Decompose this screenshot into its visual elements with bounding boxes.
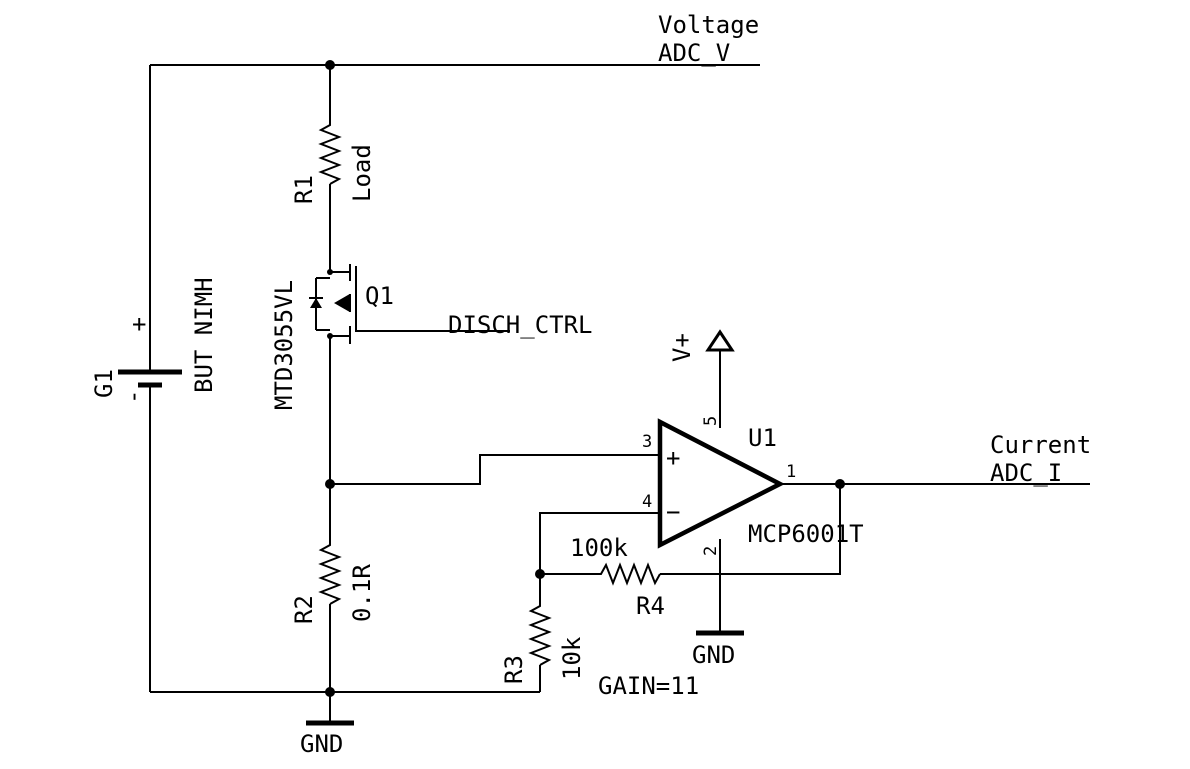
- q1-ref-label: Q1: [365, 282, 394, 310]
- gnd-opamp-label: GND: [692, 641, 735, 669]
- u1-minus-sign: −: [666, 498, 680, 526]
- r2-ref-label: R2: [290, 595, 318, 624]
- resistor-r4-symbol: [598, 562, 661, 586]
- wires: [149, 64, 1090, 723]
- r3-value-label: 10k: [558, 636, 586, 680]
- junctions: [325, 60, 845, 697]
- vplus-label: V+: [668, 333, 696, 362]
- junction-dot: [835, 479, 845, 489]
- r1-ref-label: R1: [290, 175, 318, 204]
- r4-value-label: 100k: [570, 534, 628, 562]
- g1-ref-label: G1: [90, 369, 118, 398]
- vplus-symbol: [705, 329, 735, 352]
- r1-value-label: Load: [348, 144, 376, 202]
- opamp-triangle: [657, 418, 785, 549]
- u1-pin4-label: 4: [642, 492, 652, 512]
- g1-value-label: BUT NIMH: [190, 277, 218, 393]
- q1-arrow-icon: [333, 294, 350, 312]
- q1-part-label: MTD3055VL: [270, 280, 298, 410]
- q1-diode-icon: [310, 298, 322, 308]
- voltage-net-label: Voltage: [658, 11, 759, 39]
- adc-i-label: ADC_I: [990, 459, 1062, 487]
- resistor-r3-symbol: [528, 603, 552, 666]
- junction-dot: [325, 687, 335, 697]
- vplus-arrow-icon: [705, 329, 735, 352]
- u1-plus-sign: +: [666, 444, 680, 472]
- g1-plus-label: +: [132, 310, 146, 338]
- adc-v-label: ADC_V: [658, 39, 730, 67]
- u1-pin5-label: 5: [701, 416, 721, 426]
- mosfet-q1-symbol: [309, 264, 357, 344]
- junction-dot: [325, 60, 335, 70]
- opamp-u1-symbol: [657, 418, 785, 549]
- u1-pin1-label: 1: [786, 462, 796, 482]
- junction-dot: [535, 569, 545, 579]
- gnd-main-label: GND: [300, 730, 343, 758]
- u1-pin3-label: 3: [642, 432, 652, 452]
- gain-label: GAIN=11: [598, 672, 699, 700]
- u1-pin2-label: 2: [701, 546, 721, 556]
- r4-ref-label: R4: [636, 592, 665, 620]
- resistor-r1-symbol: [318, 122, 342, 185]
- u1-part-label: MCP6001T: [748, 520, 864, 548]
- r2-value-label: 0.1R: [348, 564, 376, 622]
- resistor-r2-symbol: [318, 542, 342, 605]
- disch-ctrl-label: DISCH_CTRL: [448, 311, 593, 339]
- wire-sense-to-plus: [330, 454, 660, 485]
- u1-ref-label: U1: [748, 424, 777, 452]
- r3-ref-label: R3: [500, 655, 528, 684]
- g1-minus-label: -: [119, 390, 147, 404]
- battery-g1-symbol: [118, 369, 182, 388]
- junction-dot: [325, 479, 335, 489]
- current-net-label: Current: [990, 431, 1091, 459]
